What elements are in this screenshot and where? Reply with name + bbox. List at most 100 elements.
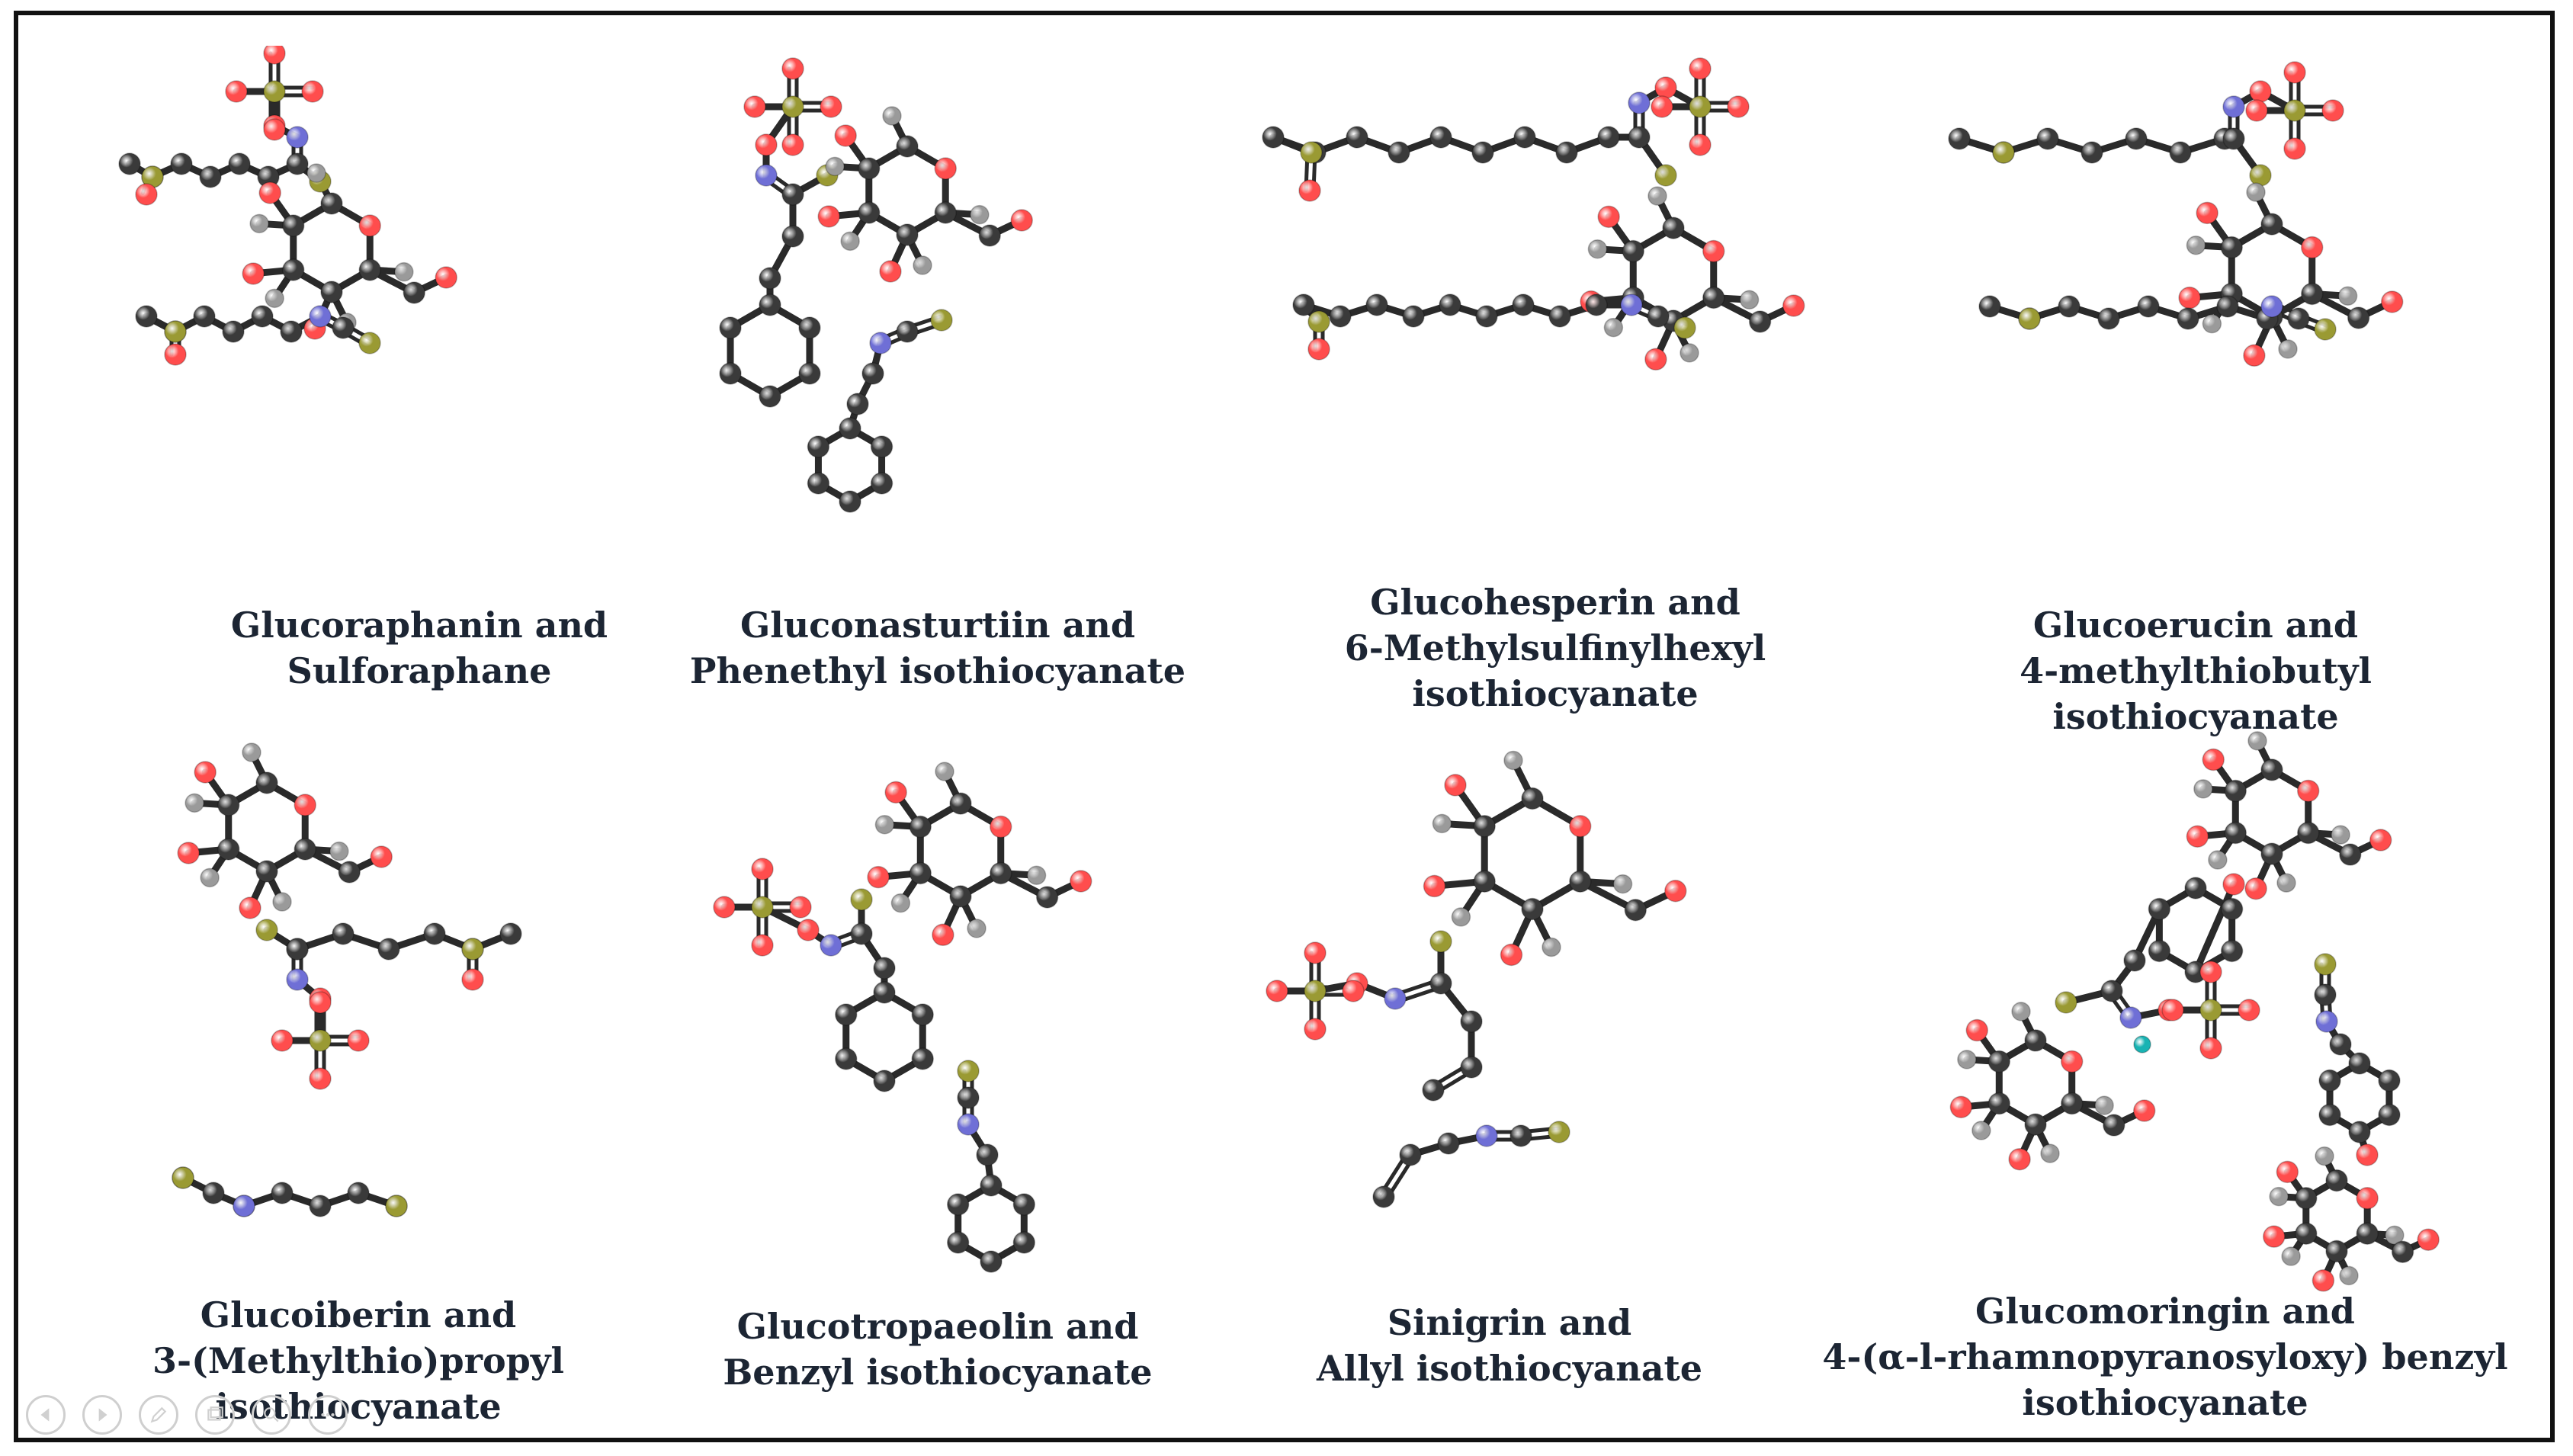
oxygen-atom <box>1569 815 1592 838</box>
oxygen-atom <box>225 80 248 103</box>
sulfur-atom <box>1992 141 2015 164</box>
carbon-atom <box>719 362 742 385</box>
nitrogen-atom <box>286 968 309 991</box>
oxygen-atom <box>2060 1050 2084 1073</box>
carbon-atom <box>332 922 355 945</box>
carbon-atom <box>807 435 830 458</box>
sulfur-atom <box>1548 1121 1570 1143</box>
carbon-atom <box>1569 870 1592 893</box>
carbon-atom <box>873 981 896 1004</box>
carbon-atom <box>2097 307 2120 330</box>
nitrogen-atom <box>2260 295 2283 318</box>
hydrogen-atom <box>2040 1143 2060 1163</box>
carbon-atom <box>1987 1050 2011 1073</box>
carbon-atom <box>946 1231 970 1254</box>
oxygen-atom <box>989 815 1012 839</box>
hydrogen-atom <box>913 255 932 275</box>
next-button[interactable] <box>82 1395 122 1435</box>
carbon-atom <box>1292 293 1315 316</box>
nitrogen-atom <box>1628 91 1651 114</box>
nitrogen-atom <box>1620 293 1643 316</box>
carbon-atom <box>222 320 245 343</box>
carbon-atom <box>1987 1092 2011 1115</box>
zoom-button[interactable] <box>252 1395 291 1435</box>
oxygen-atom <box>1702 239 1725 263</box>
hydrogen-atom <box>935 762 954 781</box>
hydrogen-atom <box>2269 1186 2289 1207</box>
carbon-atom <box>873 957 896 980</box>
oxygen-atom <box>2222 873 2245 896</box>
carbon-atom <box>1460 1010 1483 1033</box>
carbon-atom <box>2378 1069 2401 1092</box>
pen-button[interactable] <box>139 1395 178 1435</box>
hydrogen-atom <box>1026 865 1047 886</box>
hydrogen-atom <box>874 814 895 835</box>
carbon-atom <box>2348 1121 2371 1143</box>
hydrogen-atom <box>840 231 860 252</box>
nitrogen-atom <box>1384 987 1407 1010</box>
carbon-atom <box>217 794 240 816</box>
carbon-atom <box>403 281 425 304</box>
hydrogen-atom <box>2276 873 2296 893</box>
carbon-atom <box>2220 897 2244 921</box>
oxygen-atom <box>1500 943 1523 967</box>
carbon-atom <box>2296 821 2320 845</box>
carbon-atom <box>949 792 972 815</box>
nitrogen-atom <box>820 934 842 957</box>
carbon-atom <box>499 922 522 945</box>
carbon-atom <box>1262 126 1285 149</box>
molecule-panel-glucoerucin: Glucoerucin and 4-methylthiobutyl isothi… <box>1875 46 2516 737</box>
carbon-atom <box>759 293 781 316</box>
carbon-atom <box>2318 1103 2341 1127</box>
glucotropaeolin-structure <box>713 762 1092 1273</box>
sulfur-atom <box>2055 991 2077 1014</box>
oxygen-atom <box>867 865 890 889</box>
carbon-atom <box>202 1182 225 1204</box>
oxygen-atom <box>1307 338 1330 361</box>
carbon-atom <box>980 1250 1003 1273</box>
carbon-atom <box>1628 126 1651 149</box>
more-button[interactable] <box>308 1395 348 1435</box>
hydrogen-atom <box>2281 1246 2301 1266</box>
caption-glucomoringin: Glucomoringin and 4-(α-l-rhamnopyranosyl… <box>1822 1291 2508 1423</box>
hydrogen-atom <box>1971 1121 1991 1140</box>
sulfur-atom <box>461 938 484 961</box>
slides-button[interactable] <box>195 1395 235 1435</box>
carbon-atom <box>1702 286 1725 309</box>
carbon-atom <box>2148 897 2171 921</box>
oxygen-atom <box>2263 1225 2286 1248</box>
carbon-atom <box>2325 1169 2348 1192</box>
hydrogen-atom <box>2331 825 2350 845</box>
carbon-atom <box>2222 127 2245 150</box>
carbon-atom <box>2036 127 2059 150</box>
hydrogen-atom <box>1432 813 1452 834</box>
oxygen-atom <box>2196 201 2218 225</box>
carbon-atom <box>909 861 932 885</box>
carbon-atom <box>320 192 343 215</box>
sulfur-atom <box>255 919 278 941</box>
oxygen-atom <box>2132 1099 2156 1122</box>
hydrogen-atom <box>242 742 261 762</box>
carbon-atom <box>2378 1103 2401 1127</box>
caption-sinigrin: Sinigrin and Allyl isothiocyanate <box>1316 1302 1703 1389</box>
carbon-atom <box>1402 305 1425 328</box>
carbon-atom <box>2081 141 2103 164</box>
oxygen-atom <box>2321 99 2344 122</box>
carbon-atom <box>1471 141 1494 164</box>
carbon-atom <box>911 1047 934 1070</box>
molecule-panel-sinigrin: Sinigrin and Allyl isothiocyanate <box>1189 724 1830 1410</box>
hydrogen-atom <box>306 163 326 183</box>
carbon-atom <box>2260 842 2283 865</box>
carbon-atom <box>839 417 861 440</box>
nitrogen-atom <box>957 1113 980 1136</box>
hydrogen-atom <box>394 261 414 282</box>
carbon-atom <box>2220 939 2244 963</box>
hydrogen-atom <box>200 868 220 888</box>
carbon-atom <box>2169 141 2192 164</box>
carbon-atom <box>1012 1231 1036 1254</box>
prev-button[interactable] <box>26 1395 66 1435</box>
oxygen-atom <box>309 991 332 1014</box>
hydrogen-atom <box>1739 290 1760 310</box>
carbon-atom <box>807 472 830 495</box>
oxygen-atom <box>2202 748 2225 771</box>
